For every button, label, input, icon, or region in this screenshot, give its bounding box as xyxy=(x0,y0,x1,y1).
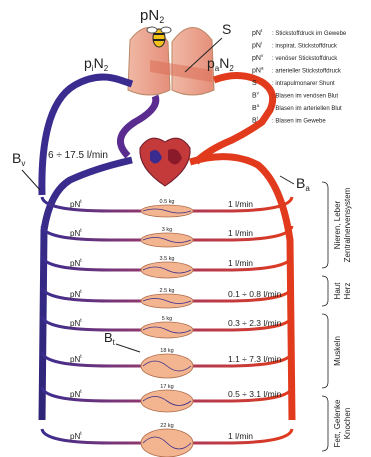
tissue-loop-1: 0.5 kg pNt 1 l/min xyxy=(42,197,292,217)
tissue-flow-label: 1 l/min xyxy=(228,431,253,441)
tissue-pn-label: pNt xyxy=(70,389,82,399)
legend-text: : intrapulmonarer Shunt xyxy=(272,81,335,87)
legend-text: : Stickstoffdruck im Gewebe xyxy=(272,31,347,37)
tissue-loop-2: 3 kg pNt 1 l/min xyxy=(42,226,292,247)
tissue-loop-7: 17 kg pNt 0.5 ÷ 3.1 l/min xyxy=(42,384,292,412)
tissue-pn-label: pNt xyxy=(70,258,82,268)
legend-item: pNi : inspirat. Stickstoffdruck xyxy=(252,41,338,50)
organ-group-label: Fett, GelenkeKnochen xyxy=(333,399,352,448)
tissue-mass-label: 18 kg xyxy=(160,348,173,354)
tissue-flow-label: 0.3 ÷ 2.3 l/min xyxy=(228,318,282,328)
arterial-pn2-label: paN2 xyxy=(207,55,234,73)
venous-bubbles-label: Bv xyxy=(12,150,25,168)
tissue-pn-label: pNt xyxy=(70,228,82,238)
legend-text: : arterieller Stickstoffdruck xyxy=(272,69,342,75)
tissue-loop-3: 3.5 kg pNt 1 l/min xyxy=(42,256,292,278)
heart xyxy=(140,138,190,186)
tissue-mass-label: 3.5 kg xyxy=(160,256,175,262)
tissue-bubbles-label: Bt xyxy=(104,330,116,347)
tissue-mass-label: 17 kg xyxy=(160,384,173,390)
organ-groups: Nieren, LeberZentralnervensystemHautHerz… xyxy=(322,182,352,451)
arterial-bubbles-label: Ba xyxy=(296,175,310,193)
shunt-label: S xyxy=(222,21,231,37)
tissue-pn-label: pNt xyxy=(70,318,82,328)
legend-symbol: pNa xyxy=(252,66,264,75)
legend-text: : inspirat. Stickstoffdruck xyxy=(272,44,338,50)
tissue-flow-label: 1 l/min xyxy=(228,199,253,209)
organ-group-label: HautHerz xyxy=(333,282,352,300)
legend-item: pNt : Stickstoffdruck im Gewebe xyxy=(252,28,347,37)
legend-item: pNv : venöser Stickstoffdruck xyxy=(252,53,338,62)
tissue-loop-8: 22 kg pNt 1 l/min xyxy=(42,423,292,457)
total-flow-label: 6 ÷ 17.5 l/min xyxy=(48,150,108,161)
tissue-loop-5: 5 kg pNt 0.3 ÷ 2.3 l/min xyxy=(42,316,292,338)
legend-text: : Blasen im Gewebe xyxy=(272,119,326,125)
organ-group-3: Muskeln xyxy=(322,314,342,388)
legend-item: pNa : arterieller Stickstoffdruck xyxy=(252,66,342,75)
organ-group-label: Nieren, LeberZentralnervensystem xyxy=(333,187,352,262)
tissue-pn-label: pNt xyxy=(70,289,82,299)
tissue-flow-label: 0.5 ÷ 3.1 l/min xyxy=(228,389,282,399)
tissue-flow-label: 1 l/min xyxy=(228,228,253,238)
tissue-mass-label: 2.5 kg xyxy=(160,288,175,294)
tissue-mass-label: 22 kg xyxy=(160,423,173,429)
tissue-pn-label: pNt xyxy=(70,431,82,441)
legend-item: Bv : Blasen im venösen Blut xyxy=(252,91,338,100)
tissue-flow-label: 1 l/min xyxy=(228,258,253,268)
legend-symbol: Ba xyxy=(252,103,260,112)
lung-pn2-label: pN2 xyxy=(140,7,164,25)
inspired-pn2-label: piN2 xyxy=(84,55,109,73)
tissue-mass-label: 5 kg xyxy=(162,316,172,322)
tissue-mass-label: 0.5 kg xyxy=(160,199,175,205)
legend-text: : Blasen im venösen Blut xyxy=(272,94,338,100)
tissue-loop-4: 2.5 kg pNt 0.1 ÷ 0.8 l/min xyxy=(42,287,292,308)
tissue-loop-6: 18 kg pNt 1.1 ÷ 7.3 l/min xyxy=(42,348,292,378)
organ-group-2: HautHerz xyxy=(322,276,352,306)
tissue-mass-label: 3 kg xyxy=(162,227,172,233)
tissue-flow-label: 0.1 ÷ 0.8 l/min xyxy=(228,289,282,299)
lungs xyxy=(128,27,214,95)
legend-symbol: S xyxy=(252,80,257,87)
legend-text: : Blasen im arteriellen Blut xyxy=(272,106,342,112)
tissue-flow-label: 1.1 ÷ 7.3 l/min xyxy=(228,354,282,364)
tissue-pn-label: pNt xyxy=(70,354,82,364)
legend-symbol: pNi xyxy=(252,41,262,50)
legend-symbol: pNt xyxy=(252,28,263,37)
legend-symbol: pNv xyxy=(252,53,264,62)
organ-group-label: Muskeln xyxy=(333,336,342,366)
legend-text: : venöser Stickstoffdruck xyxy=(272,56,338,62)
vena-cava-vessel xyxy=(42,160,132,420)
tissue-pn-label: pNt xyxy=(70,199,82,209)
legend-symbol: Bv xyxy=(252,91,260,100)
organ-group-1: Nieren, LeberZentralnervensystem xyxy=(322,182,352,268)
organ-group-4: Fett, GelenkeKnochen xyxy=(322,396,352,451)
